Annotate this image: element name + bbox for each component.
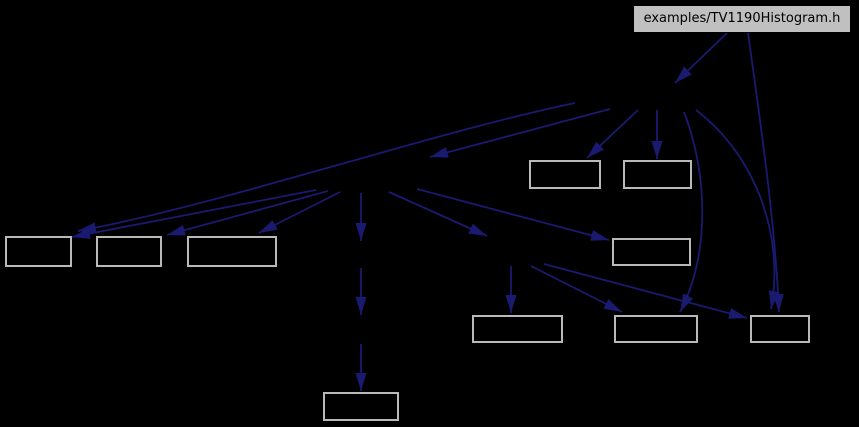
edge-hub1-to-box-c	[77, 102, 576, 234]
edge-main-to-box-i	[747, 32, 784, 313]
edge-hub3-to-box-i	[543, 263, 748, 319]
edge-hub2-to-box-d	[166, 190, 329, 236]
edge-hub2-to-box-f	[416, 188, 610, 241]
graph-node-box-a[interactable]	[529, 160, 601, 189]
edge-hub3-to-box-h	[530, 265, 623, 313]
graph-node-main[interactable]: examples/TV1190Histogram.h	[633, 5, 851, 33]
edge-hub1-to-box-i	[695, 109, 780, 310]
edge-hub1-to-hub2	[429, 108, 611, 158]
edge-hub1-to-box-h	[679, 111, 704, 313]
edge-hub1-to-box-a	[586, 109, 639, 159]
graph-node-box-c[interactable]	[5, 236, 72, 267]
graph-node-box-b[interactable]	[623, 160, 692, 189]
edge-hub2-to-box-c	[71, 189, 317, 239]
edge-main-to-hub1	[674, 32, 728, 84]
graph-node-box-e[interactable]	[187, 236, 277, 267]
edge-hub2-to-box-e	[258, 191, 341, 234]
graph-node-box-f[interactable]	[612, 238, 691, 266]
graph-node-box-h[interactable]	[614, 315, 698, 343]
graph-node-box-i[interactable]	[750, 315, 810, 343]
graph-node-box-d[interactable]	[96, 236, 162, 267]
graph-node-box-j[interactable]	[323, 392, 399, 421]
graph-node-box-g[interactable]	[472, 315, 563, 343]
graph-node-main-label: examples/TV1190Histogram.h	[643, 11, 841, 26]
edge-hub2-to-hub3	[388, 191, 488, 237]
